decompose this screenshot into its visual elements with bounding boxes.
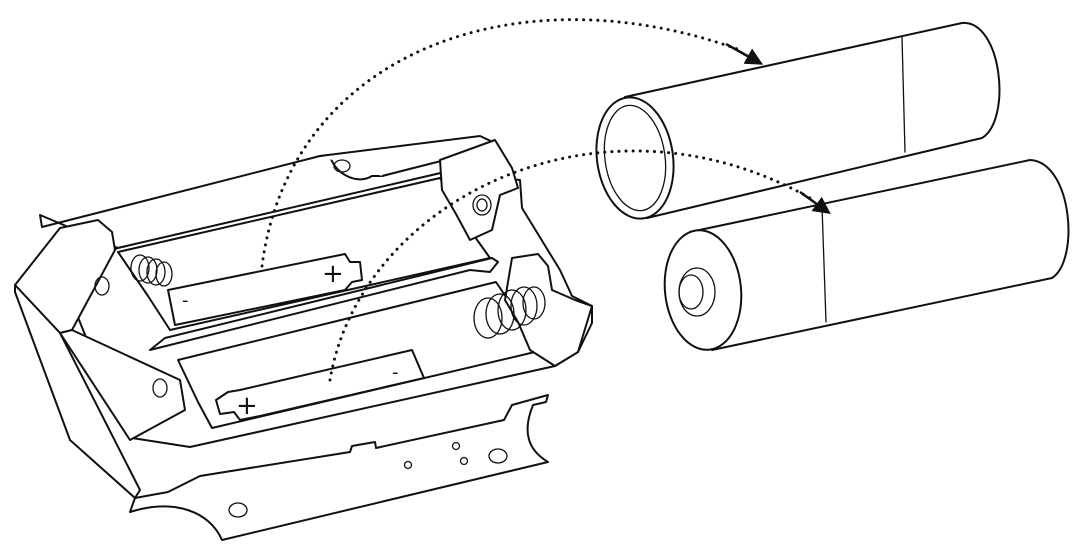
upper-minus-sign: - [182, 290, 189, 311]
compartment-divider [149, 257, 499, 351]
upper-plus-sign: + [322, 259, 344, 289]
insert-arrow-upper [260, 18, 742, 268]
screw-hole [459, 456, 469, 466]
back-wall-hole [333, 159, 351, 173]
arrow-head-lower [799, 190, 831, 215]
battery-upper [595, 21, 1001, 220]
holder-right-end-wall [439, 139, 519, 241]
screw-hole [403, 460, 413, 470]
upper-terminal-plate [167, 253, 363, 326]
mounting-hole [488, 448, 508, 464]
mounting-hole [228, 502, 248, 518]
holder-right-end-wall-lower [504, 253, 593, 367]
arrow-head-upper [725, 42, 764, 65]
upper-spring [130, 254, 173, 287]
battery-holder: + - + - [14, 135, 593, 541]
battery-lower-body [689, 159, 1070, 351]
screw-hole [451, 441, 461, 451]
side-hole [152, 378, 168, 398]
lower-plus-sign: + [236, 391, 258, 421]
left-end-wall-face [59, 329, 186, 441]
insert-arrow-lower [328, 149, 812, 382]
battery-lower-label-seam [821, 205, 827, 323]
side-hole [94, 276, 110, 296]
end-wall-hole [472, 194, 492, 216]
battery-upper-body [624, 21, 1001, 219]
lower-spring [473, 286, 546, 339]
battery-upper-end [595, 96, 675, 220]
lower-terminal-plate [215, 349, 425, 421]
battery-upper-label-seam [901, 36, 906, 153]
battery-lower [663, 159, 1070, 351]
lower-minus-sign: - [392, 362, 399, 383]
